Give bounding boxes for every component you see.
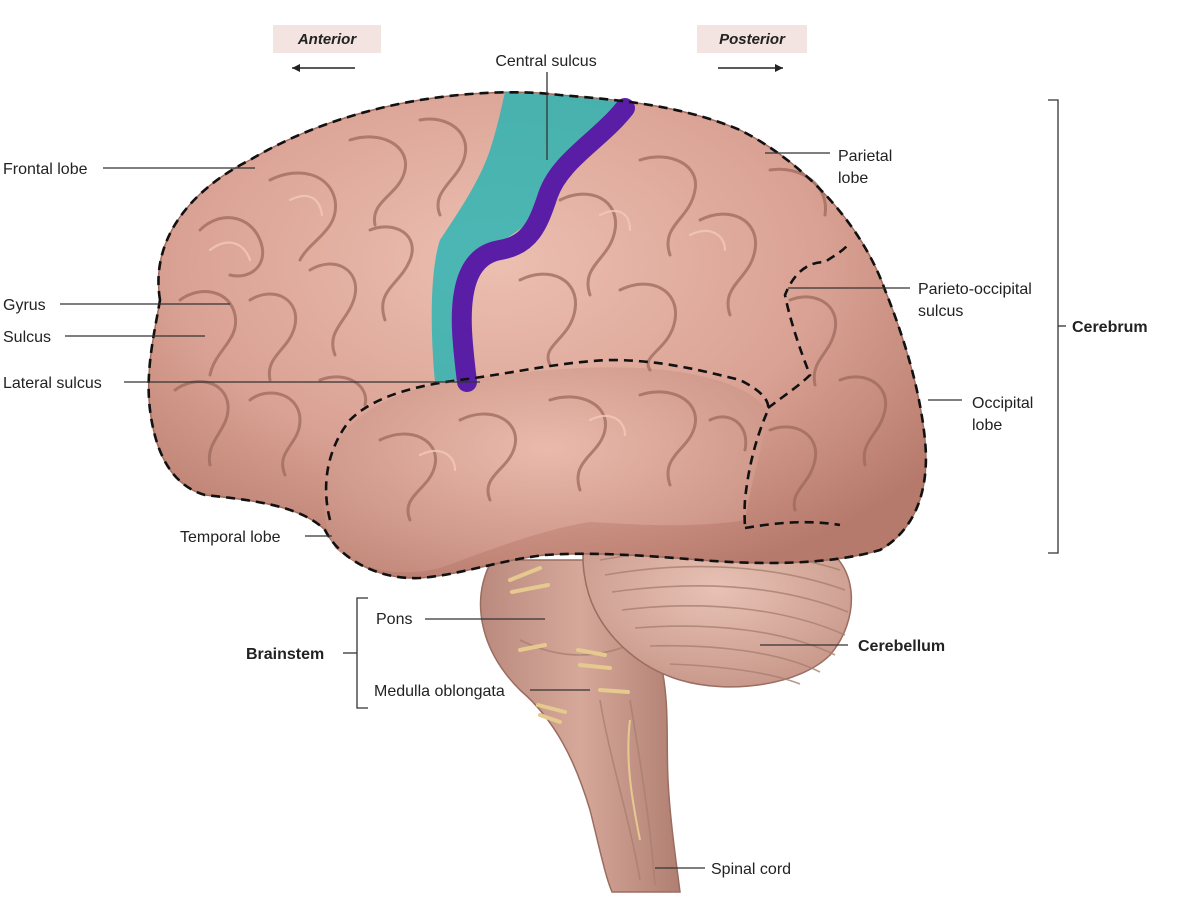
central-sulcus-highlight (451, 98, 635, 392)
labels: Central sulcus Frontal lobe Parietal lob… (3, 53, 1148, 878)
anterior-label: Anterior (297, 31, 358, 48)
cerebrum-label: Cerebrum (1072, 319, 1148, 336)
brainstem-bracket (343, 597, 368, 709)
pons-label: Pons (376, 611, 412, 628)
brainstem-label: Brainstem (246, 646, 324, 663)
occipital-lobe-label-line2: lobe (972, 417, 1002, 434)
lateral-sulcus-label: Lateral sulcus (3, 375, 102, 392)
anterior-tag: Anterior (273, 25, 381, 72)
frontal-lobe-label: Frontal lobe (3, 161, 88, 178)
posterior-tag: Posterior (697, 25, 807, 72)
spinal-cord-label: Spinal cord (711, 861, 791, 878)
medulla-oblongata-label: Medulla oblongata (374, 683, 505, 700)
posterior-label: Posterior (719, 31, 786, 48)
cerebellum-label: Cerebellum (858, 638, 945, 655)
sulcus-label: Sulcus (3, 329, 51, 346)
parietal-lobe-label-line2: lobe (838, 170, 868, 187)
gyrus-label: Gyrus (3, 297, 46, 314)
cerebrum-bracket (1048, 99, 1066, 554)
parietal-lobe-label-line1: Parietal (838, 148, 892, 165)
leader-lines (60, 72, 962, 869)
parieto-occipital-label-line1: Parieto-occipital (918, 281, 1032, 298)
cranial-nerve-roots (508, 566, 641, 841)
central-sulcus-label: Central sulcus (495, 53, 596, 70)
occipital-lobe-label-line1: Occipital (972, 395, 1033, 412)
anterior-arrow-icon (292, 64, 300, 72)
posterior-arrow-icon (775, 64, 783, 72)
lobe-boundaries (147, 90, 928, 580)
temporal-lobe-label: Temporal lobe (180, 529, 281, 546)
parieto-occipital-label-line2: sulcus (918, 303, 963, 320)
